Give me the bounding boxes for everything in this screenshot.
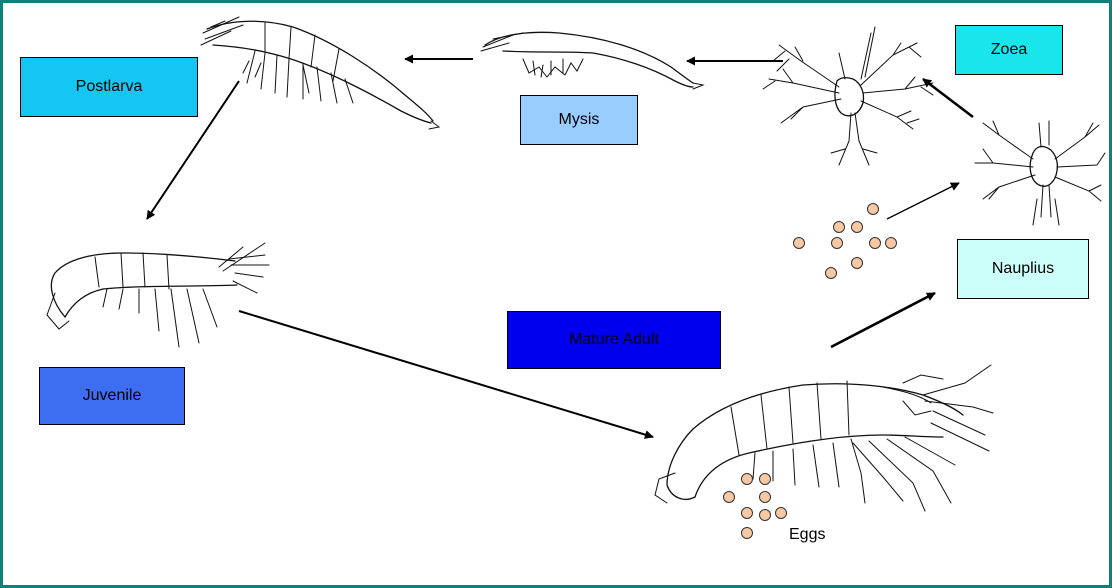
egg — [868, 204, 879, 215]
egg — [724, 492, 735, 503]
egg — [834, 222, 845, 233]
label-mysis: Mysis — [520, 95, 638, 145]
label-mature-adult: Mature Adult — [507, 311, 721, 369]
egg — [742, 474, 753, 485]
label-postlarva: Postlarva — [20, 57, 198, 117]
label-zoea: Zoea — [955, 25, 1063, 75]
eggs-cluster-upper — [794, 204, 897, 279]
egg — [832, 238, 843, 249]
zoea-drawing — [763, 27, 933, 165]
egg — [794, 238, 805, 249]
egg — [742, 528, 753, 539]
juvenile-drawing — [47, 243, 269, 347]
postlarva-shrimp-drawing — [201, 17, 439, 129]
eggs-label: Eggs — [789, 527, 825, 543]
label-juvenile: Juvenile — [39, 367, 185, 425]
mature-adult-drawing — [655, 365, 993, 511]
egg — [852, 222, 863, 233]
egg — [742, 508, 753, 519]
egg — [826, 268, 837, 279]
nauplius-drawing — [975, 121, 1105, 225]
egg — [852, 258, 863, 269]
egg — [870, 238, 881, 249]
label-nauplius: Nauplius — [957, 239, 1089, 299]
egg — [760, 510, 771, 521]
egg — [760, 474, 771, 485]
egg — [886, 238, 897, 249]
egg — [760, 492, 771, 503]
eggs-cluster-lower — [724, 474, 787, 539]
egg — [776, 508, 787, 519]
mysis-drawing — [481, 32, 703, 89]
